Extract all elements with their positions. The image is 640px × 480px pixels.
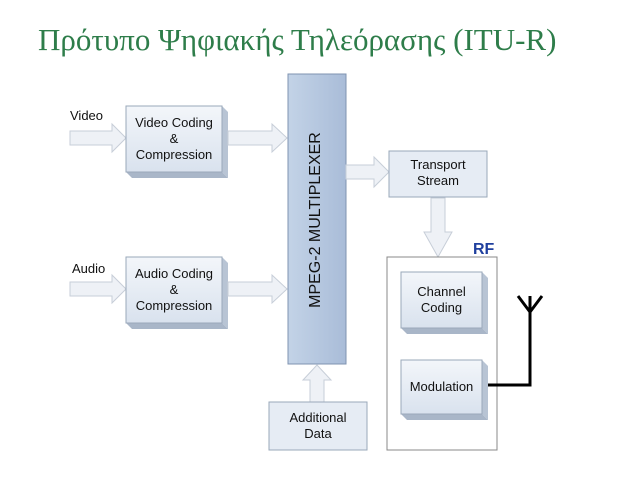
transport-stream-block <box>388 150 488 198</box>
audio-to-mux-arrow <box>227 273 288 305</box>
video-coding-block <box>125 105 228 178</box>
audio-coding-label: Audio Coding & Compression <box>134 266 214 313</box>
additional-data-arrow <box>301 364 333 403</box>
channel-coding-block <box>400 271 488 334</box>
video-to-mux-arrow <box>227 122 288 154</box>
audio-input-arrow <box>69 273 127 305</box>
antenna-icon <box>488 295 544 387</box>
modulation-block <box>400 359 488 420</box>
audio-coding-block <box>125 256 228 329</box>
additional-data-label: Additional Data <box>289 410 347 441</box>
audio-input-label: Audio <box>72 261 106 276</box>
video-input-label: Video <box>70 108 104 123</box>
transport-to-rf-arrow <box>423 197 453 259</box>
transport-stream-label: Transport Stream <box>410 157 466 188</box>
channel-coding-label: Channel Coding <box>417 284 466 315</box>
mux-to-transport-arrow <box>345 155 390 189</box>
additional-data-block <box>268 401 368 451</box>
page-title: Πρότυπο Ψηφιακής Τηλεόρασης (ITU-R) <box>38 22 557 57</box>
rf-label: RF <box>473 241 495 258</box>
video-coding-label: Video Coding & Compression <box>135 115 213 162</box>
mpeg2-multiplexer-block <box>287 73 347 365</box>
multiplexer-label: MPEG-2 MULTIPLEXER <box>307 132 324 308</box>
video-input-arrow <box>69 122 127 154</box>
modulation-label: Modulation <box>409 379 474 394</box>
